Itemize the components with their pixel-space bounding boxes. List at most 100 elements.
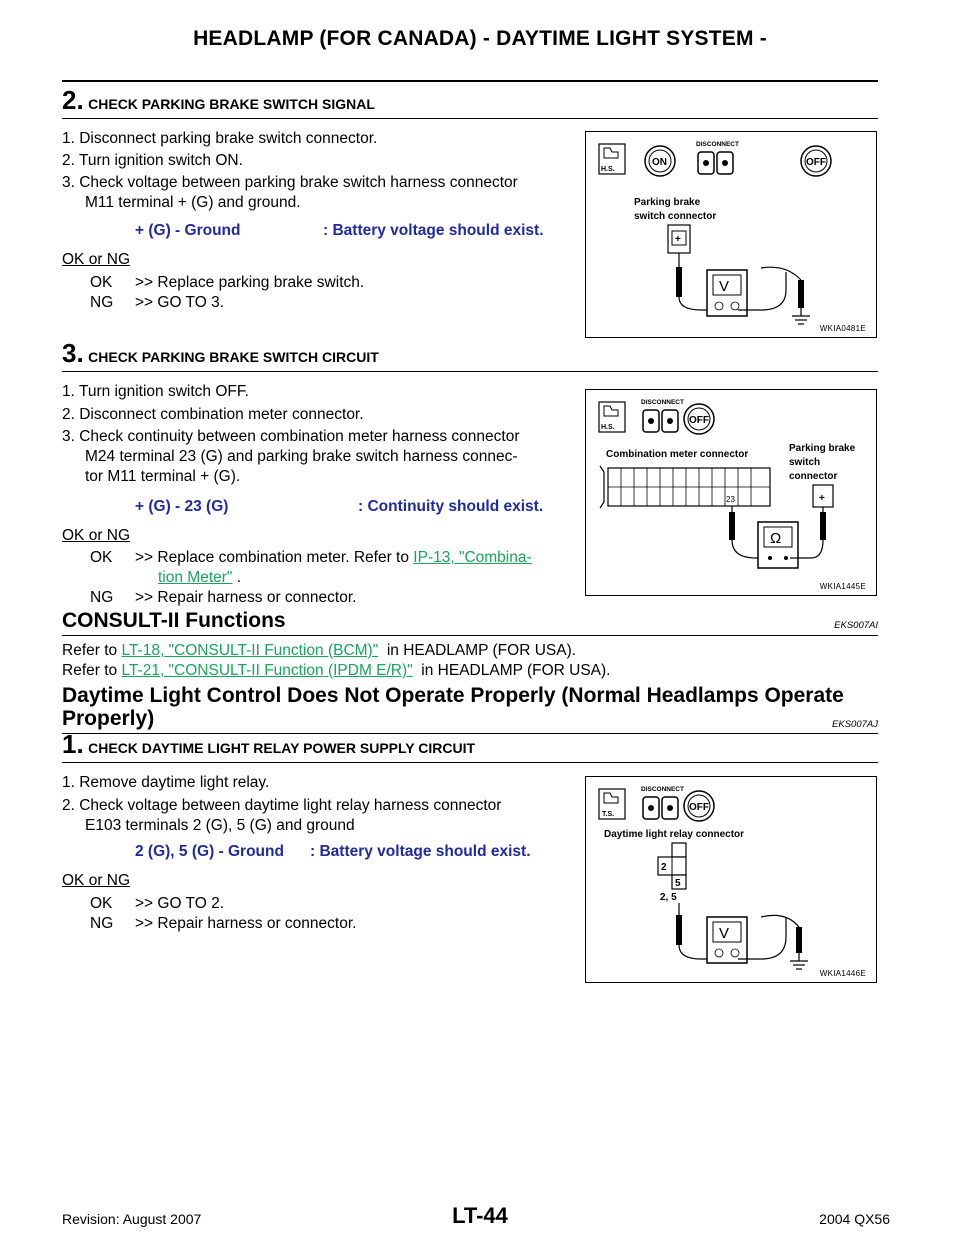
figure-caption: WKIA1445E (819, 582, 866, 591)
probe-right (796, 927, 802, 953)
link-lt-18[interactable]: LT-18, "CONSULT-II Function (BCM)" (121, 642, 379, 659)
probe-right (820, 512, 826, 540)
ok-or-ng: OK or NG (62, 251, 131, 268)
ng-text: >> Repair harness or connector. (135, 589, 357, 606)
step-1-item-1: 1. Remove daytime light relay. (62, 774, 270, 791)
hs-label: H.S. (601, 424, 615, 431)
probe-left (676, 915, 682, 945)
ts-label: T.S. (602, 811, 614, 818)
consult-line-1: Refer to LT-18, "CONSULT-II Function (BC… (62, 642, 577, 659)
disconnect-label: DISCONNECT (696, 141, 739, 148)
svg-text:+: + (819, 493, 825, 504)
spec-value: : Continuity should exist. (358, 498, 544, 515)
disconnect-label: DISCONNECT (641, 399, 684, 406)
consult-heading: CONSULT-II Functions (62, 609, 286, 632)
footer-page-number: LT-44 (452, 1203, 508, 1228)
connector-label-2: switch connector (634, 211, 716, 222)
ok-label: OK (90, 274, 113, 291)
spec-label: + (G) - 23 (G) (135, 498, 229, 515)
ng-label: NG (90, 915, 114, 932)
figure-daytime-relay-voltage: T.S. DISCONNECT OFF Daytime light relay … (585, 776, 877, 983)
footer-revision: Revision: August 2007 (62, 1211, 202, 1227)
step-2-heading: 2. CHECK PARKING BRAKE SWITCH SIGNAL (62, 85, 375, 116)
step-title: CHECK PARKING BRAKE SWITCH CIRCUIT (88, 349, 379, 365)
parking-brake-label-2: switch (789, 457, 820, 468)
step-3-item-3-cont: M24 terminal 23 (G) and parking brake sw… (85, 448, 518, 465)
figure-drawing: H.S. DISCONNECT OFF Combination meter co… (598, 399, 856, 569)
ohmmeter-symbol: Ω (770, 530, 781, 547)
footer-model: 2004 QX56 (819, 1211, 890, 1227)
consult-code: EKS007AI (834, 620, 878, 631)
ok-or-ng: OK or NG (62, 872, 131, 889)
on-label: ON (652, 157, 667, 168)
step-3-item-3-cont2: tor M11 terminal + (G). (85, 468, 241, 485)
step-number: 3. (62, 338, 84, 368)
link-ip-13-cont[interactable]: tion Meter" (158, 569, 233, 586)
step-3-item-1: 1. Turn ignition switch OFF. (62, 383, 249, 400)
figure-parking-brake-voltage: H.S. ON DISCONNECT OFF Parking brake swi… (585, 131, 877, 338)
step-number: 1. (62, 729, 84, 759)
daytime-heading-line-1: Daytime Light Control Does Not Operate P… (62, 684, 844, 707)
step-rule (62, 118, 878, 119)
probe-right (798, 280, 804, 308)
spec-value: : Battery voltage should exist. (310, 843, 531, 860)
daytime-heading-line-2: Properly) (62, 707, 155, 730)
ng-text: >> GO TO 3. (135, 294, 225, 311)
section-rule (62, 635, 878, 636)
step-3-item-2: 2. Disconnect combination meter connecto… (62, 406, 364, 423)
header-rule (62, 80, 878, 82)
probe-left (729, 512, 735, 540)
ok-label: OK (90, 895, 113, 912)
step-1-heading: 1. CHECK DAYTIME LIGHT RELAY POWER SUPPL… (62, 729, 475, 760)
ok-text: >> Replace combination meter. Refer to I… (135, 549, 532, 566)
probe-left (676, 267, 682, 297)
link-ip-13[interactable]: IP-13, "Combina- (413, 549, 532, 566)
ng-label: NG (90, 294, 114, 311)
ng-text: >> Repair harness or connector. (135, 915, 357, 932)
off-label: OFF (689, 802, 709, 813)
combination-meter-label: Combination meter connector (606, 449, 748, 460)
step-2-item-2: 2. Turn ignition switch ON. (62, 152, 243, 169)
svg-text:+: + (675, 234, 681, 245)
step-2-item-3-cont: M11 terminal + (G) and ground. (85, 194, 301, 211)
figure-caption: WKIA0481E (819, 324, 866, 333)
hs-icon (598, 143, 626, 175)
consult-line-2: Refer to LT-21, "CONSULT-II Function (IP… (62, 662, 611, 679)
figure-parking-brake-continuity: H.S. DISCONNECT OFF Combination meter co… (585, 389, 877, 596)
figure-drawing: H.S. ON DISCONNECT OFF Parking brake swi… (598, 141, 832, 325)
figure-caption: WKIA1446E (819, 969, 866, 978)
step-3-item-3: 3. Check continuity between combination … (62, 428, 520, 445)
spec-label: 2 (G), 5 (G) - Ground (135, 843, 284, 860)
disconnect-label: DISCONNECT (641, 786, 684, 793)
parking-brake-label-1: Parking brake (789, 443, 856, 454)
terminal-2-5: 2, 5 (660, 892, 677, 903)
spec-value: : Battery voltage should exist. (323, 222, 544, 239)
ok-text: >> GO TO 2. (135, 895, 225, 912)
spec-label: + (G) - Ground (135, 222, 241, 239)
hs-icon (598, 401, 626, 433)
step-title: CHECK DAYTIME LIGHT RELAY POWER SUPPLY C… (88, 740, 476, 756)
relay-connector-label: Daytime light relay connector (604, 829, 744, 840)
connector-label-1: Parking brake (634, 197, 701, 208)
relay-connector (671, 842, 687, 858)
terminal-5: 5 (675, 878, 681, 889)
ok-label: OK (90, 549, 113, 566)
off-label: OFF (689, 415, 709, 426)
hs-label: H.S. (601, 166, 615, 173)
ok-text: >> Replace parking brake switch. (135, 274, 365, 291)
step-2-item-3: 3. Check voltage between parking brake s… (62, 174, 518, 191)
terminal-23: 23 (726, 495, 735, 504)
terminal-2: 2 (661, 862, 667, 873)
ok-text-cont: tion Meter" . (158, 569, 242, 586)
link-lt-21[interactable]: LT-21, "CONSULT-II Function (IPDM E/R)" (121, 662, 413, 679)
page-title: HEADLAMP (FOR CANADA) - DAYTIME LIGHT SY… (193, 27, 767, 50)
voltmeter-symbol: V (719, 278, 729, 295)
step-rule (62, 371, 878, 372)
ok-or-ng: OK or NG (62, 527, 131, 544)
off-label: OFF (806, 157, 826, 168)
step-1-item-2-cont: E103 terminals 2 (G), 5 (G) and ground (85, 817, 355, 834)
voltmeter-symbol: V (719, 925, 729, 942)
ng-label: NG (90, 589, 114, 606)
daytime-code: EKS007AJ (832, 719, 878, 730)
figure-drawing: T.S. DISCONNECT OFF Daytime light relay … (598, 786, 808, 970)
